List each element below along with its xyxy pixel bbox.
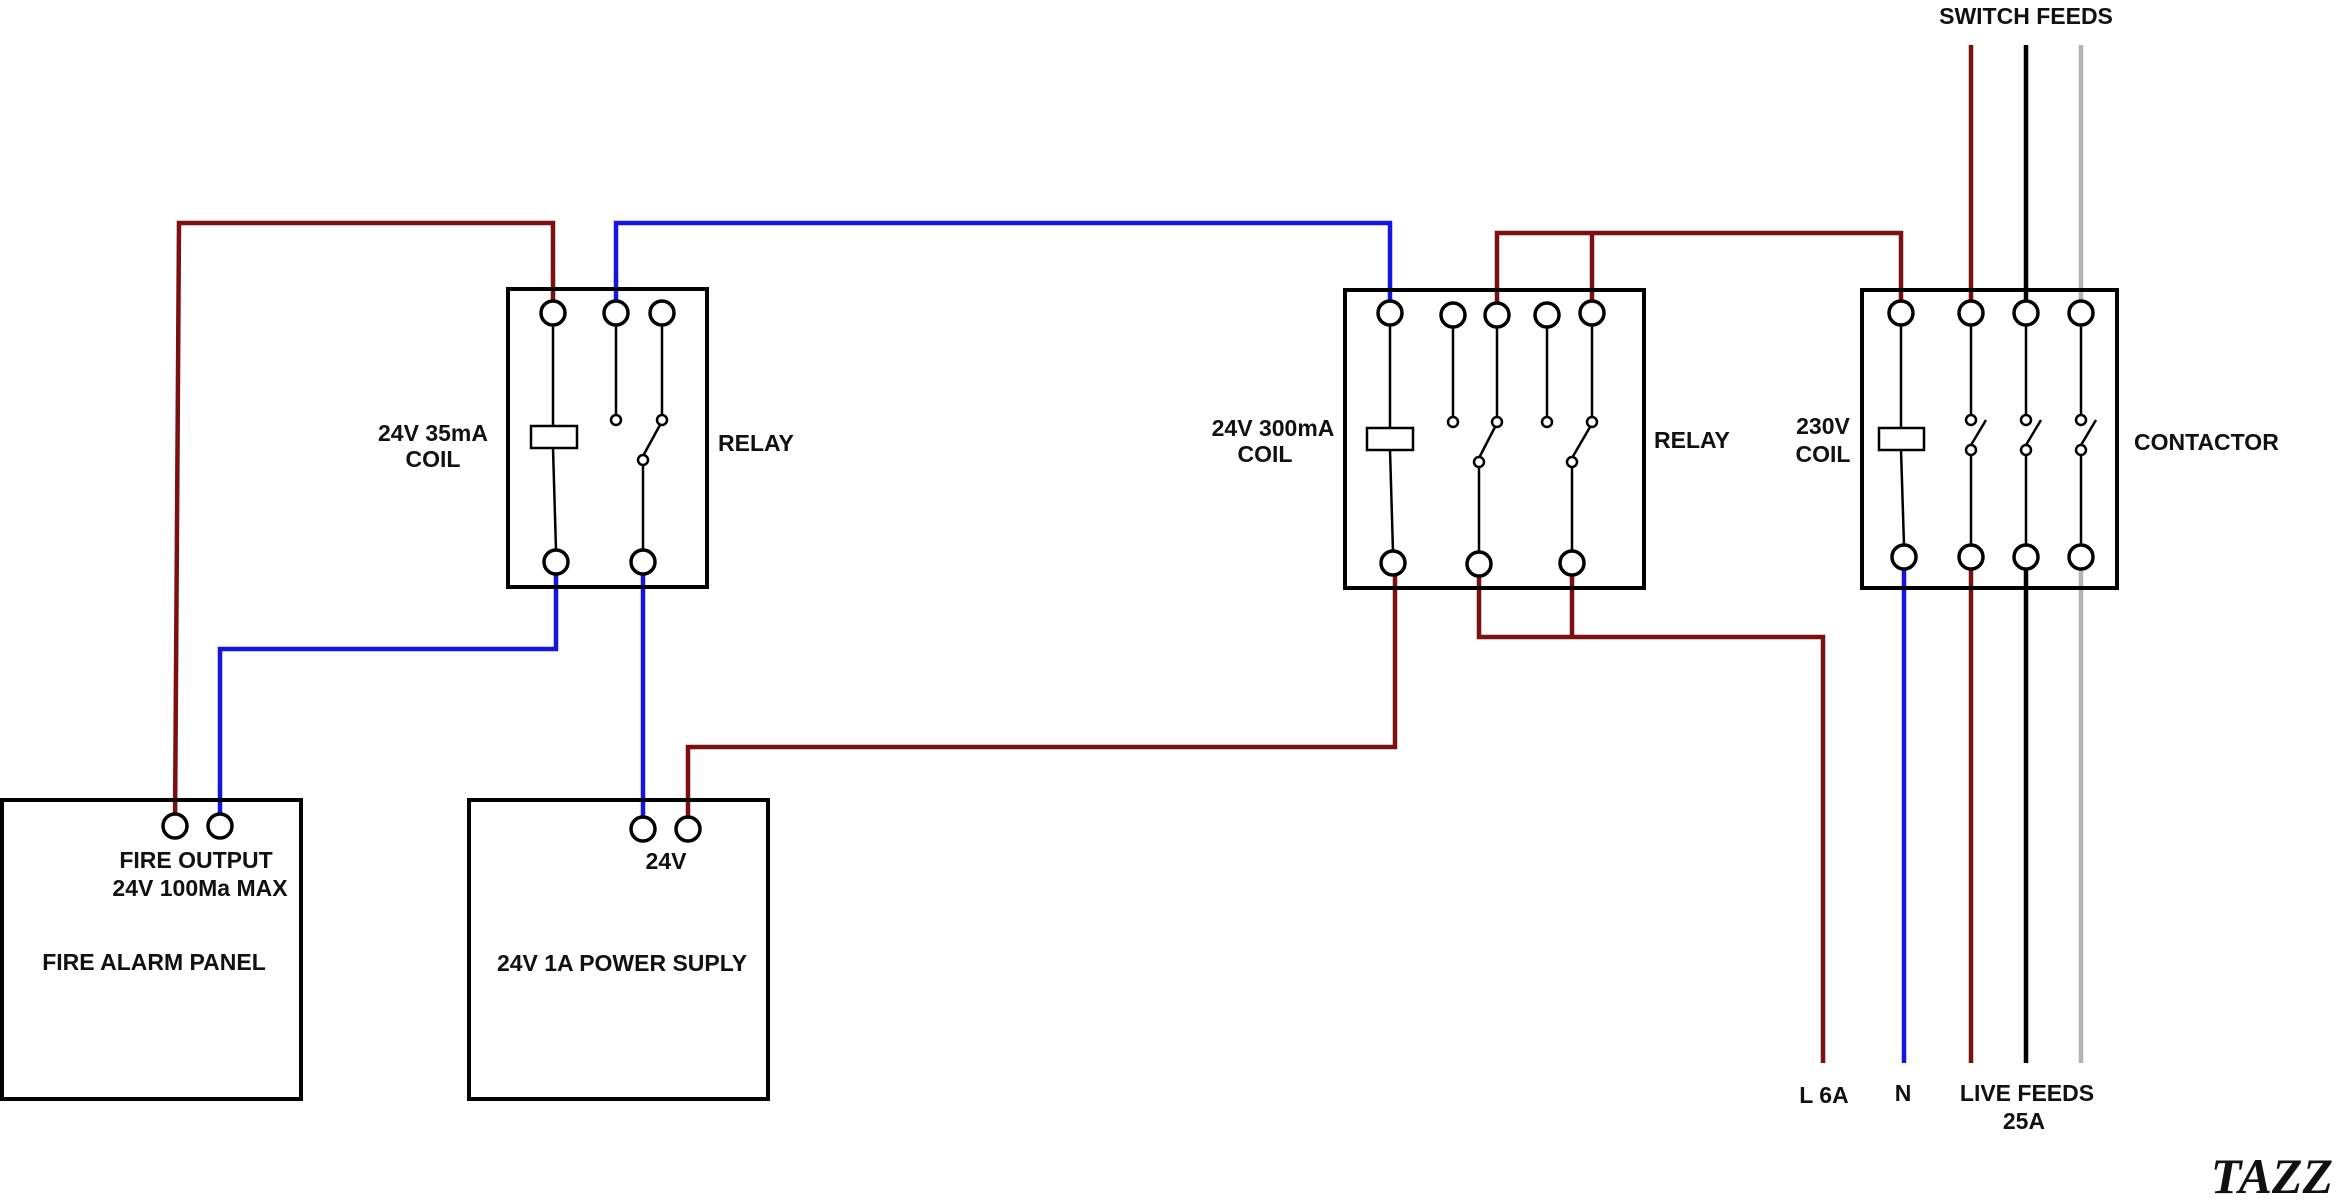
relay-1-coil-label-1: 24V 35mA (378, 420, 488, 446)
switch-feeds-label: SWITCH FEEDS (1939, 3, 2113, 29)
relay-2-coil-lead-bottom (1388, 449, 1395, 553)
relay-1-coil-label-2: COIL (406, 446, 461, 472)
relay-2-sw2-common-contact (1565, 455, 1579, 469)
relay-2-sw1-no-contact (1490, 415, 1504, 429)
relay-2-terminal-sw2-no (1578, 299, 1606, 327)
relay-1-terminal-nc (602, 299, 630, 327)
relay-2-sw1-blade (1477, 426, 1497, 459)
wire-fire-blue (217, 563, 559, 826)
relay-2-sw1-common-contact (1472, 455, 1486, 469)
relay-2-terminal-coil-a (1376, 299, 1404, 327)
relay-1-name: RELAY (718, 430, 794, 456)
contactor-terminal-pole3-top (2067, 299, 2095, 327)
relay-2-sw2-nc-contact (1540, 415, 1554, 429)
relay-2-sw2-blade (1570, 426, 1592, 459)
contactor-pole1-top-contact (1964, 413, 1978, 427)
contactor-coil (1877, 426, 1926, 452)
contactor-name: CONTACTOR (2134, 429, 2279, 455)
relay-2-terminal-coil-b (1379, 549, 1407, 577)
power-supply-name: 24V 1A POWER SUPLY (497, 950, 747, 976)
psu-terminal-positive (674, 815, 702, 843)
contactor-pole3-blade (2079, 419, 2098, 446)
relay-2-terminal-sw2-common (1558, 549, 1586, 577)
wire-fire-red (172, 220, 556, 827)
wire-relay2-l6a-red (1476, 563, 1826, 1063)
fire-output-label-1: FIRE OUTPUT (119, 847, 272, 873)
contactor-pole1-blade (1969, 419, 1988, 446)
relay-2-coil (1365, 426, 1415, 452)
fire-alarm-panel: FIRE OUTPUT 24V 100Ma MAX FIRE ALARM PAN… (0, 798, 303, 1101)
signature: TAZZ (2211, 1148, 2333, 1200)
relay-1-terminal-common (629, 548, 657, 576)
wires (172, 45, 2084, 1063)
relay-2-box (1343, 288, 1646, 590)
relay-2-sw1-nc-contact (1446, 415, 1460, 429)
contactor-pole2-top-contact (2019, 413, 2033, 427)
live-feeds-label-2: 25A (2003, 1108, 2045, 1134)
l6a-label: L 6A (1799, 1082, 1848, 1108)
wire-relay2-contactor-red (1494, 230, 1904, 313)
relay-1-terminal-coil-a (539, 299, 567, 327)
fire-output-terminal-neutral (206, 812, 234, 840)
relay-2-terminal-sw1-common (1465, 550, 1493, 578)
contactor-terminal-coil-a (1887, 299, 1915, 327)
neutral-label: N (1895, 1080, 1912, 1106)
relay-2: 24V 300mA COIL RELAY (1212, 288, 1730, 590)
relay-2-sw2-no-contact (1585, 415, 1599, 429)
power-supply: 24V 24V 1A POWER SUPLY (467, 798, 770, 1101)
relay-2-terminal-sw2-nc (1533, 301, 1561, 329)
relay-1-blade (641, 424, 662, 457)
relay-1: 24V 35mA COIL RELAY (378, 287, 794, 589)
contactor-terminal-pole1-bottom (1957, 543, 1985, 571)
contactor-pole2-blade (2024, 419, 2043, 446)
wire-relay1-relay2-blue (613, 220, 1393, 313)
relay-1-coil-lead-bottom (551, 447, 558, 551)
relay-1-no-contact (655, 413, 669, 427)
relay-2-coil-label-1: 24V 300mA (1212, 415, 1335, 441)
power-supply-box (467, 798, 770, 1101)
contactor-coil-lead-bottom (1899, 449, 1906, 546)
relay-1-nc-contact (609, 413, 623, 427)
contactor-terminal-pole2-bottom (2012, 543, 2040, 571)
relay-2-name: RELAY (1654, 427, 1730, 453)
relay-2-coil-label-2: COIL (1238, 441, 1293, 467)
contactor-terminal-pole1-top (1957, 299, 1985, 327)
fire-output-terminal-live (161, 812, 189, 840)
psu-terminal-label: 24V (646, 848, 688, 874)
relay-2-terminal-sw1-no (1483, 301, 1511, 329)
fire-alarm-panel-name: FIRE ALARM PANEL (42, 949, 266, 975)
contactor-pole2-bottom-contact (2019, 443, 2033, 457)
relay-1-terminal-no (648, 299, 676, 327)
relay-1-box (506, 287, 709, 589)
live-feeds-label-1: LIVE FEEDS (1960, 1080, 2094, 1106)
contactor-terminal-pole3-bottom (2067, 543, 2095, 571)
contactor: 230V COIL CONTACTOR (1796, 288, 2279, 590)
contactor-terminal-pole2-top (2012, 299, 2040, 327)
contactor-pole3-bottom-contact (2074, 443, 2088, 457)
relay-1-common-contact (636, 453, 650, 467)
psu-terminal-negative (629, 815, 657, 843)
fire-alarm-panel-box (0, 798, 303, 1101)
contactor-terminal-coil-b (1890, 543, 1918, 571)
relay-1-coil (529, 424, 579, 450)
relay-1-terminal-coil-b (542, 548, 570, 576)
contactor-coil-label-1: 230V (1796, 413, 1850, 439)
contactor-box (1860, 288, 2119, 590)
relay-2-terminal-sw1-nc (1439, 301, 1467, 329)
contactor-pole1-bottom-contact (1964, 443, 1978, 457)
contactor-coil-label-2: COIL (1796, 441, 1851, 467)
wire-psu-relay2-red (685, 563, 1398, 828)
fire-output-label-2: 24V 100Ma MAX (112, 875, 288, 901)
contactor-pole3-top-contact (2074, 413, 2088, 427)
